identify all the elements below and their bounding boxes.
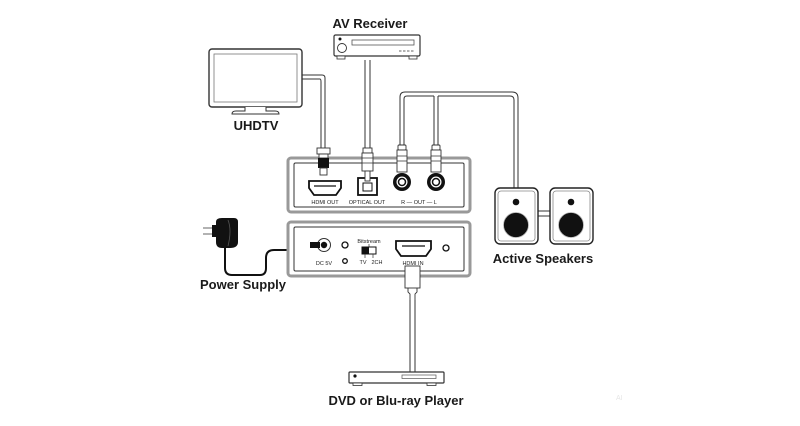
switch-2ch-label: 2CH [371,260,382,266]
led-indicator-3 [442,244,450,252]
player-label: DVD or Blu-ray Player [328,393,463,408]
watermark: AI [616,395,623,402]
optical-out-port [357,177,378,196]
cable-receiver-optical [364,60,371,148]
cable-player-hdmi [409,300,416,372]
dc-5v-label: DC 5V [316,261,333,267]
switch-tv-label: TV [359,260,366,266]
hdmi-out-label: HDMI OUT [311,200,339,206]
active-speakers-label: Active Speakers [493,251,593,266]
bitstream-label: Bitstream [357,239,381,245]
uhdtv-label: UHDTV [234,118,279,133]
tv-icon [208,48,303,115]
speaker-left-icon [494,187,539,245]
optical-plug [361,147,374,182]
cable-power [224,248,312,276]
hdmi-out-port [308,180,342,196]
hdmi-plug-player [404,265,421,300]
hdmi-in-port [395,240,432,257]
rca-right-port [393,173,411,191]
optical-out-label: OPTICAL OUT [349,200,386,206]
bluray-player-icon [348,371,445,386]
extractor-bottom-panel [286,220,472,278]
rca-plug-right [396,144,408,173]
led-indicator-1 [341,241,349,249]
hdmi-in-label: HDMI IN [402,261,423,267]
led-indicator-2 [342,258,348,264]
av-receiver-icon [333,34,421,60]
bitstream-switch[interactable] [361,244,377,258]
cable-speaker-link [537,210,550,217]
power-supply-label: Power Supply [200,277,287,292]
speaker-right-icon [549,187,594,245]
dc-power-jack [310,238,331,252]
cable-rca-speakers [399,91,519,188]
extractor-top-panel [286,156,472,214]
av-receiver-label: AV Receiver [333,16,408,31]
hdmi-plug-tv [316,147,331,176]
power-adapter-icon [203,218,238,248]
rca-out-label: R — OUT — L [401,200,437,206]
rca-plug-left [430,144,442,173]
cable-tv-hdmi [300,74,326,148]
rca-left-port [427,173,445,191]
